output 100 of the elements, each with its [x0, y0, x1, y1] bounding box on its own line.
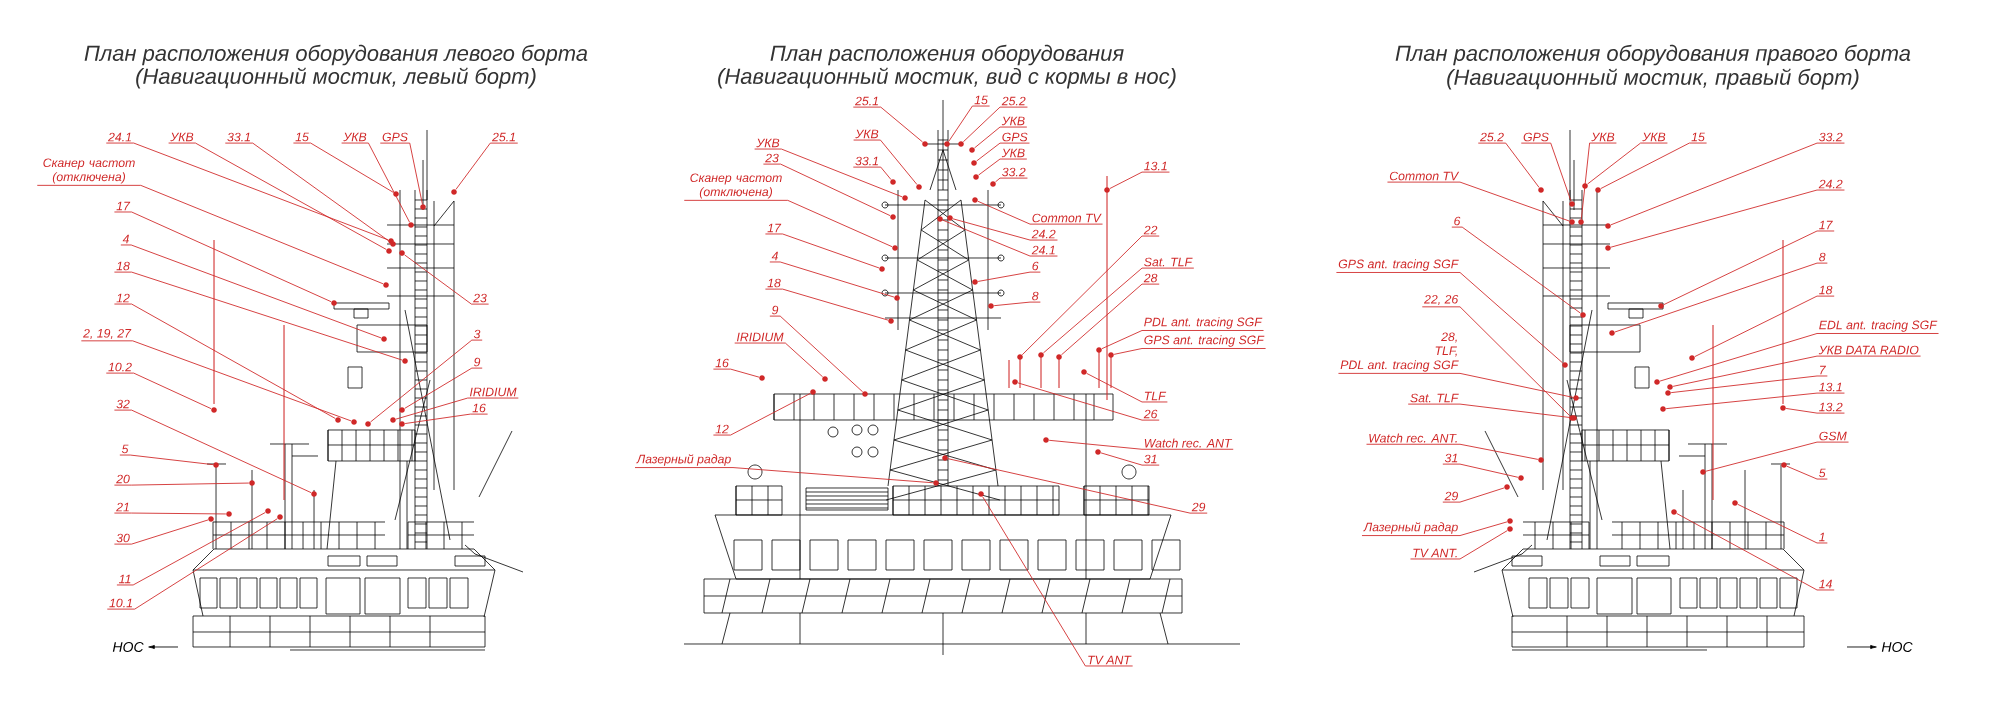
leader-line	[993, 301, 1041, 307]
equipment-mark	[249, 480, 255, 486]
direction-label: НОС	[112, 642, 144, 652]
callout-label: 15	[974, 95, 988, 105]
equipment-mark	[902, 195, 908, 201]
equipment-mark	[937, 216, 943, 222]
callout-label: УКВ	[1591, 132, 1615, 142]
callout-label: 8	[1819, 252, 1826, 262]
equipment-mark	[916, 184, 922, 190]
leader-line	[114, 409, 312, 494]
equipment-mark	[892, 245, 898, 251]
equipment-mark	[894, 295, 900, 301]
leader-line	[293, 142, 394, 193]
equipment-mark	[759, 375, 765, 381]
leader-line	[1060, 283, 1160, 356]
callout-label: Лазерный радар	[636, 454, 731, 466]
leader-line	[1338, 372, 1574, 398]
callout-label: GPS	[1002, 132, 1028, 142]
direction-label: НОС	[1881, 642, 1913, 652]
callout-label: 31	[1144, 454, 1157, 464]
leader-line	[1614, 262, 1828, 333]
equipment-mark	[1605, 223, 1611, 229]
equipment-mark	[1012, 379, 1018, 385]
leader-line	[974, 126, 1028, 149]
equipment-mark	[1671, 509, 1677, 515]
leader-line	[1407, 403, 1572, 419]
callout-label: 16	[472, 403, 486, 413]
callout-label: 26	[1143, 409, 1158, 419]
equipment-mark	[1017, 354, 1023, 360]
leader-line	[404, 413, 489, 424]
equipment-mark	[1518, 475, 1524, 481]
view-title: (Навигационный мостик, вид с кормы в нос)	[718, 67, 1176, 89]
callout-label: 12	[715, 424, 729, 434]
leader-line	[114, 303, 336, 419]
leader-line	[1610, 189, 1845, 248]
leader-line	[977, 271, 1041, 282]
leader-line	[982, 496, 1134, 667]
callout-label: УКВ	[1001, 116, 1025, 126]
leader-line	[119, 454, 214, 466]
callout-label: Sat. TLF	[1144, 257, 1193, 267]
leader-line	[712, 368, 760, 378]
callout-label: 10.2	[108, 362, 132, 372]
leader-line	[168, 142, 387, 250]
callout-label: 31	[1444, 453, 1458, 463]
leader-line	[852, 106, 924, 143]
equipment-mark	[810, 389, 816, 395]
equipment-mark	[265, 508, 271, 514]
equipment-mark	[1104, 187, 1110, 193]
equipment-mark	[1096, 347, 1102, 353]
leader-line	[1086, 373, 1168, 403]
callout-label: 18	[116, 261, 130, 271]
callout-label: 25.2	[1479, 132, 1504, 142]
callout-label: GPS ant. tracing SGF	[1144, 335, 1265, 347]
equipment-mark	[1038, 352, 1044, 358]
equipment-mark	[331, 300, 337, 306]
equipment-mark	[990, 181, 996, 187]
leader-line	[1665, 392, 1845, 410]
leader-line	[769, 261, 895, 298]
equipment-mark	[1609, 330, 1615, 336]
leader-line	[36, 184, 384, 285]
callout-label: 8	[1032, 291, 1039, 301]
leader-line	[754, 148, 903, 198]
callout-label: 6	[1032, 261, 1039, 271]
leader-line	[1366, 443, 1539, 460]
callout-label: 9	[474, 357, 481, 367]
leader-line	[1600, 142, 1708, 189]
leader-line	[1387, 181, 1570, 222]
equipment-mark	[972, 197, 978, 203]
callout-label: УКВ	[756, 138, 780, 148]
callout-label: 29	[1191, 502, 1206, 512]
callout-label: 13.2	[1819, 402, 1843, 412]
callout-label: 7	[1820, 365, 1826, 375]
leader-line	[1786, 465, 1828, 480]
equipment-mark	[922, 141, 928, 147]
leader-line	[114, 512, 227, 515]
leader-line	[995, 177, 1028, 183]
leader-line	[1587, 142, 1668, 185]
callout-label: 13.1	[1144, 161, 1167, 171]
equipment-mark	[399, 250, 405, 256]
callout-label: 12	[116, 293, 130, 303]
equipment-mark	[390, 241, 396, 247]
leader-line	[105, 142, 389, 241]
view-title: План расположения оборудования	[770, 44, 1124, 66]
callout-label: 13.1	[1819, 382, 1842, 392]
callout-label: Sat. TLF	[1410, 393, 1459, 403]
leader-line	[379, 142, 423, 205]
equipment-mark	[277, 514, 283, 520]
callout-label: 14	[1819, 579, 1832, 589]
equipment-mark	[947, 215, 953, 221]
leader-line	[1442, 463, 1519, 478]
equipment-mark	[1538, 187, 1544, 193]
leader-line	[764, 288, 889, 321]
callout-label: 9	[772, 305, 779, 315]
equipment-mark	[1667, 384, 1673, 390]
equipment-mark	[1665, 390, 1671, 396]
callout-label: 4	[122, 234, 129, 244]
leader-line	[404, 367, 483, 409]
callout-label: 28	[1143, 273, 1158, 283]
view-title: (Навигационный мостик, правый борт)	[1447, 68, 1859, 90]
leader-line	[977, 200, 1103, 225]
